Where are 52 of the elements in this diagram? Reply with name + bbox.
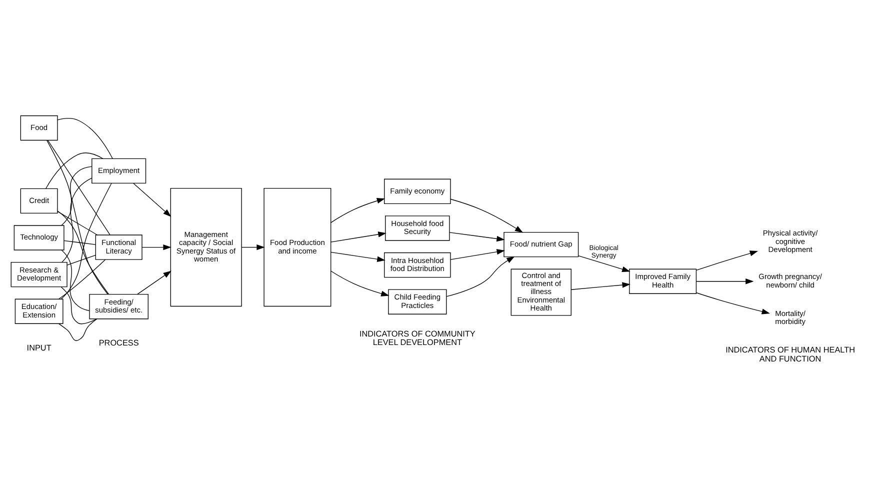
node-box: Functional Literacy <box>95 234 142 260</box>
connector <box>48 139 110 235</box>
arrow <box>330 231 386 242</box>
connector <box>57 117 113 158</box>
arrow <box>696 250 758 270</box>
arrow <box>696 292 770 314</box>
node-box: Management capacity / Social Synergy Status of women <box>170 188 242 306</box>
connector <box>60 182 112 299</box>
node-box: Credit <box>20 188 58 214</box>
arrow <box>570 282 630 290</box>
arrow <box>142 244 172 250</box>
node-box: Child Feeding Practicles <box>388 288 447 314</box>
node-box: Family economy <box>384 178 451 204</box>
arrow <box>450 248 505 260</box>
connector <box>60 286 98 324</box>
arrow <box>696 278 754 284</box>
connector <box>66 254 96 265</box>
node-box: Technology <box>14 224 64 250</box>
connector <box>46 140 108 294</box>
connector <box>58 258 106 299</box>
node-text: Physical activity/ cognitive Development <box>762 228 818 254</box>
node-box: Intra Househlod food Distribution <box>384 252 451 278</box>
connector <box>58 318 98 340</box>
node-box: Research & Development <box>10 261 68 287</box>
arrow <box>330 198 386 222</box>
connector <box>57 210 110 294</box>
node-box: Food Production and income <box>264 188 332 306</box>
arrow <box>446 256 515 296</box>
connector <box>64 240 96 244</box>
node-box: Feeding/ subsidies/ etc. <box>89 294 148 319</box>
node-box: Employment <box>92 158 146 184</box>
arrow <box>241 244 265 250</box>
arrow <box>450 198 524 232</box>
arrow <box>330 270 390 296</box>
node-box: Improved Family Health <box>629 268 697 294</box>
node-box: Food/ nutrient Gap <box>504 231 579 257</box>
connector <box>57 210 98 235</box>
arrow <box>578 254 630 272</box>
node-box: Education/ Extension <box>14 298 64 324</box>
node-text: Mortality/ morbidity <box>775 308 806 326</box>
connector <box>61 166 92 226</box>
node-box: Household food Security <box>385 215 450 240</box>
arrow <box>330 251 386 262</box>
node-box: Control and treatment of illness Environmental Health <box>510 268 572 316</box>
connector <box>61 249 90 311</box>
arrow <box>136 270 172 294</box>
connector <box>62 177 92 262</box>
connector <box>45 152 104 188</box>
node-box: Food <box>20 114 58 140</box>
arrow <box>449 232 505 242</box>
node-text: Growth pregnancy/ newborn/ child <box>758 272 822 289</box>
arrow <box>133 182 172 216</box>
